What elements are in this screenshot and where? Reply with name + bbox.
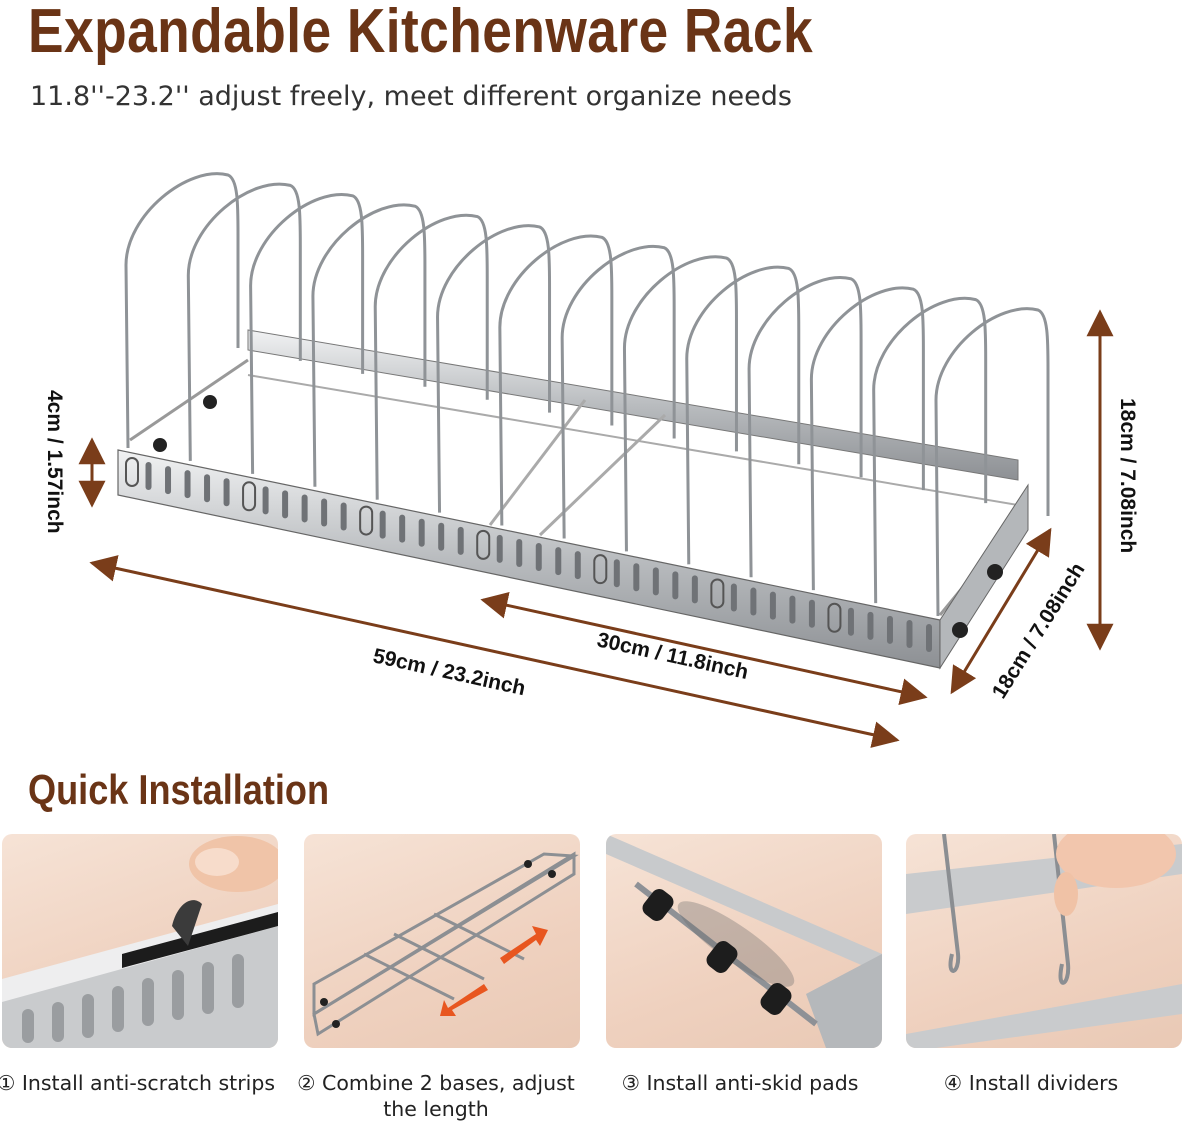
rail-slot [165, 466, 172, 495]
rail-slot [867, 611, 874, 640]
divider-hooks [942, 834, 1071, 985]
divider-wires [124, 172, 1050, 617]
divider-wire [560, 244, 676, 539]
rail-slot [613, 559, 620, 588]
bar-slots [22, 954, 244, 1043]
divider-wire [186, 182, 302, 461]
steel-frame [606, 834, 882, 974]
rail-slot [223, 478, 230, 507]
base-pads [320, 860, 556, 1028]
rail-slot [359, 505, 374, 536]
divider-wire [373, 213, 489, 500]
rail-slot [496, 534, 503, 563]
step-2-caption: ② Combine 2 bases, adjust the length [297, 1071, 575, 1121]
step-4-caption: ④ Install dividers [943, 1071, 1119, 1095]
step-4-photo [906, 834, 1182, 1048]
rack-dimension-diagram: 4cm / 1.57inch 18cm / 7.08inch 59cm / 23… [43, 172, 1139, 748]
rail-slot [633, 563, 640, 592]
rail-slot [769, 591, 776, 620]
width-label: 18cm / 7.08inch [988, 559, 1090, 703]
anti-skid-pad [153, 438, 167, 452]
rail-slot [574, 551, 581, 580]
divider-wire [872, 296, 988, 604]
peeled-strip [172, 900, 202, 946]
base-frame [312, 851, 579, 1037]
installation-title: Quick Installation [28, 766, 330, 813]
rail-slot [555, 547, 562, 576]
divider-wire [809, 286, 925, 591]
height-total-label: 18cm / 7.08inch [1116, 398, 1139, 553]
rail-slot [379, 510, 386, 539]
rail-slot [204, 474, 211, 503]
step-3-caption: ③ Install anti-skid pads [621, 1071, 859, 1095]
rail-slot [242, 481, 257, 512]
divider-wire [311, 203, 427, 487]
rail-slot [438, 522, 445, 551]
rail-slot [847, 607, 854, 636]
step-1-caption: ① Install anti-scratch strips [0, 1071, 276, 1095]
adjust-arrows-icon [440, 926, 548, 1016]
steel-bar [2, 924, 278, 1048]
rail-slot [184, 470, 191, 499]
divider-wire [622, 255, 738, 552]
hand-icon [1056, 834, 1176, 888]
rail-slot [418, 518, 425, 547]
divider-wire [685, 265, 801, 565]
divider-wire [124, 172, 240, 449]
width-arrow [950, 527, 1052, 695]
rail-slot [145, 462, 152, 491]
rail-slot [535, 543, 542, 572]
step-1-photo [2, 834, 278, 1048]
anti-scratch-strip [122, 912, 278, 968]
anti-skid-pads [642, 889, 792, 1015]
height-side-label: 4cm / 1.57inch [43, 390, 66, 534]
back-rail [247, 329, 1019, 481]
step-3-photo [606, 834, 882, 1048]
rail-slot [321, 498, 328, 527]
rail-slot [457, 526, 464, 555]
rail-slot [652, 567, 659, 596]
rail-slot [125, 457, 139, 487]
length-min-arrow [480, 592, 928, 705]
divider-wire [498, 234, 614, 526]
front-rail [117, 449, 941, 669]
divider-wire [436, 224, 552, 513]
rail-slot [691, 575, 698, 604]
rail-slot [672, 571, 679, 600]
rail-slot [906, 619, 913, 648]
rail-slot [808, 599, 815, 628]
rail-slot [730, 583, 737, 612]
rail-slot [750, 587, 757, 616]
divider-wire [249, 193, 365, 474]
step-2-photo [304, 834, 580, 1048]
page-title: Expandable Kitchenware Rack [28, 0, 814, 66]
center-rod [488, 399, 587, 526]
rail-slot [926, 624, 932, 652]
rail-slot [282, 490, 289, 519]
anti-skid-pad [987, 564, 1003, 580]
steel-rail-bottom [906, 984, 1182, 1048]
center-rod [538, 413, 667, 537]
rail-slot [516, 538, 523, 567]
rail-slot [789, 595, 796, 624]
rail-slot [301, 494, 308, 523]
length-min-label: 30cm / 11.8inch [595, 628, 750, 684]
anti-skid-pad [203, 395, 217, 409]
rail-slot [886, 615, 893, 644]
page-subtitle: 11.8''-23.2'' adjust freely, meet differ… [30, 81, 792, 112]
rail-slot [399, 514, 406, 543]
anti-skid-pad [952, 622, 968, 638]
divider-wire [934, 307, 1050, 617]
rail-slot [262, 486, 269, 515]
rail-slot [340, 502, 347, 531]
rack-illustration [117, 172, 1050, 670]
divider-wire [747, 276, 863, 578]
